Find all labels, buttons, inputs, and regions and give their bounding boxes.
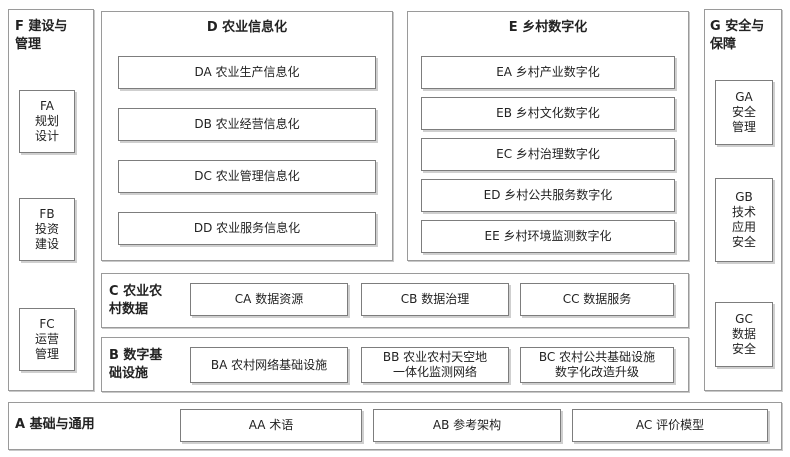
ea-rural-industry-digitalization: EA 乡村产业数字化 (421, 56, 675, 89)
ec-rural-governance-digitalization: EC 乡村治理数字化 (421, 138, 675, 171)
aa-terminology: AA 术语 (180, 409, 362, 442)
fc-operation-management: FC 运营 管理 (19, 308, 75, 371)
section-e-rural-digitalization (407, 11, 689, 261)
ab-reference-architecture: AB 参考架构 (373, 409, 561, 442)
section-c-title: C 农业农 村数据 (109, 284, 163, 317)
section-b-title: B 数字基 础设施 (109, 348, 163, 381)
db-operation-informatization: DB 农业经营信息化 (118, 108, 376, 141)
section-d-title: D 农业信息化 (206, 20, 288, 35)
section-a-title: A 基础与通用 (15, 417, 95, 432)
eb-rural-culture-digitalization: EB 乡村文化数字化 (421, 97, 675, 130)
gb-tech-application-security: GB 技术 应用 安全 (715, 178, 773, 262)
section-f-title: F 建设与 管理 (15, 19, 68, 52)
cc-data-services: CC 数据服务 (520, 283, 674, 316)
ac-evaluation-model: AC 评价模型 (572, 409, 768, 442)
dc-management-informatization: DC 农业管理信息化 (118, 160, 376, 193)
ca-data-resources: CA 数据资源 (190, 283, 348, 316)
fa-planning-design: FA 规划 设计 (19, 90, 75, 153)
gc-data-security: GC 数据 安全 (715, 302, 773, 367)
cb-data-governance: CB 数据治理 (361, 283, 509, 316)
bc-public-infrastructure-upgrade: BC 农村公共基础设施 数字化改造升级 (520, 347, 674, 383)
section-e-title: E 乡村数字化 (508, 20, 588, 35)
bb-space-air-ground-monitoring-network: BB 农业农村天空地 一体化监测网络 (361, 347, 509, 383)
dd-service-informatization: DD 农业服务信息化 (118, 212, 376, 245)
section-g-title: G 安全与 保障 (710, 19, 765, 52)
ba-rural-network-infrastructure: BA 农村网络基础设施 (190, 347, 348, 383)
fb-investment-construction: FB 投资 建设 (19, 198, 75, 261)
ee-rural-environment-monitoring: EE 乡村环境监测数字化 (421, 220, 675, 253)
da-production-informatization: DA 农业生产信息化 (118, 56, 376, 89)
ga-security-management: GA 安全 管理 (715, 80, 773, 145)
ed-rural-public-service-digitalization: ED 乡村公共服务数字化 (421, 179, 675, 212)
